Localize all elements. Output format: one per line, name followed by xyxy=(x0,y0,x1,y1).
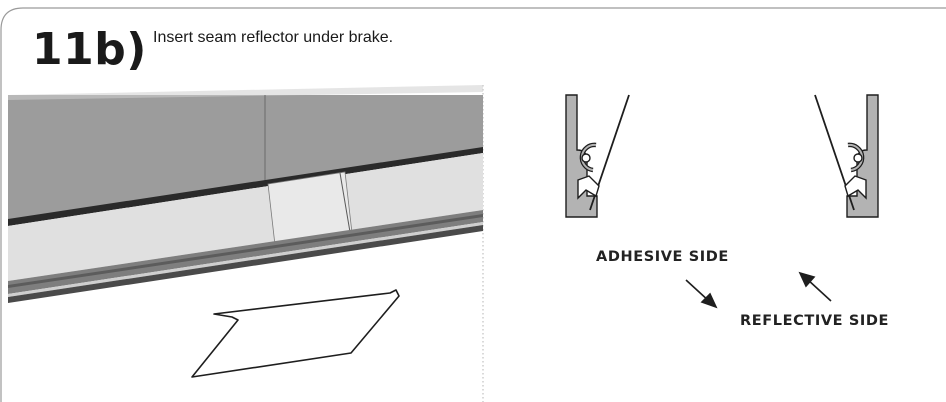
step-number: 11b) xyxy=(32,24,147,75)
seam-reflector-piece xyxy=(191,289,400,378)
panel-border xyxy=(0,7,946,402)
reflective-side-arrow xyxy=(798,271,832,302)
profile-left xyxy=(565,94,630,218)
brake-illustration xyxy=(8,85,483,378)
brake-edge xyxy=(8,147,483,226)
reflective-side-label: REFLECTIVE SIDE xyxy=(740,313,890,329)
adhesive-side-arrow xyxy=(685,279,718,309)
adhesive-side-label: ADHESIVE SIDE xyxy=(596,249,729,265)
wall-panel xyxy=(8,95,483,222)
profile-right xyxy=(814,94,879,218)
step-instruction: Insert seam reflector under brake. xyxy=(153,29,394,46)
brake-strip xyxy=(8,153,483,281)
